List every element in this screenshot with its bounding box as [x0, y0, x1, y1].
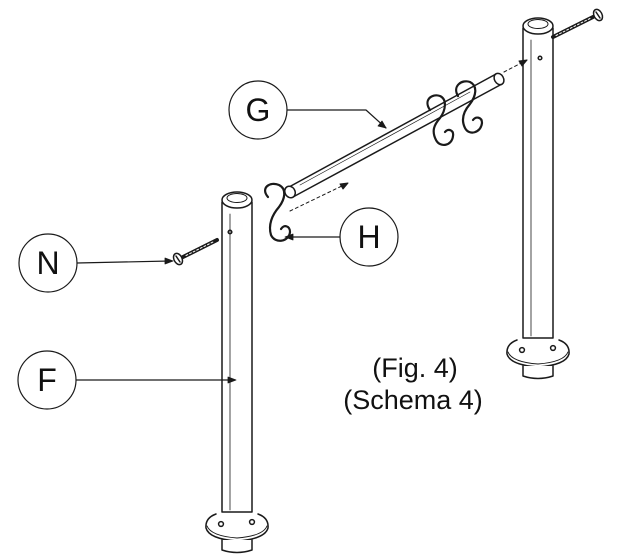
callout-n-label: N — [36, 245, 59, 281]
callout-f — [17, 350, 237, 410]
callout-h-label: H — [357, 219, 380, 255]
callout-f-label: F — [37, 362, 57, 398]
insert-arrow-rod — [289, 182, 349, 212]
right-pole — [506, 17, 570, 380]
screw-n — [172, 238, 219, 266]
callout-h — [284, 207, 399, 267]
insert-arrow-right — [503, 59, 528, 73]
callout-n — [18, 233, 174, 293]
hook-h — [263, 182, 292, 242]
figure-caption-line2: (Schema 4) — [343, 385, 483, 415]
rod-g — [283, 72, 505, 199]
figure-caption-line1: (Fig. 4) — [372, 353, 458, 383]
hooks-on-rod — [426, 80, 484, 146]
right-screw — [551, 8, 604, 39]
callout-g — [228, 80, 387, 140]
left-pole — [205, 191, 269, 554]
callout-g-label: G — [246, 92, 271, 128]
